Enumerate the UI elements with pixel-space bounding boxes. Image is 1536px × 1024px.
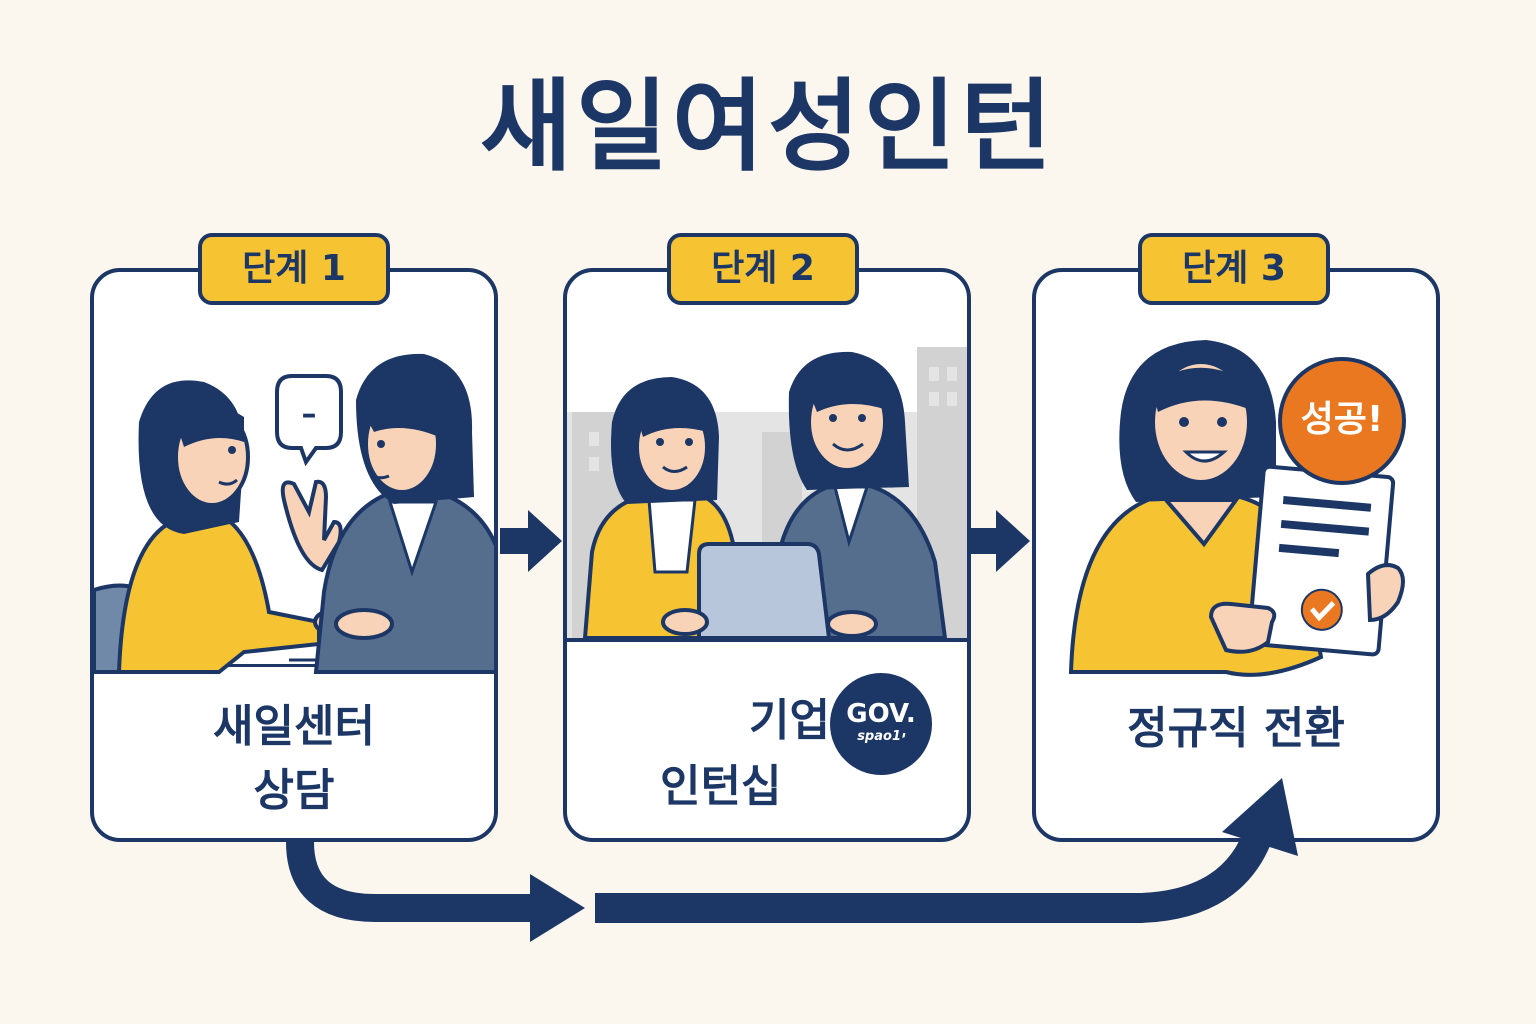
gov-emblem-icon: GOV. spaoי1 [830, 673, 932, 775]
gov-emblem-subtext: spaoי1 [857, 729, 905, 744]
step-1-label-line2: 상담 [253, 765, 335, 816]
arrow-right-icon [968, 510, 1030, 572]
step-3-label: 정규직 전환 [1127, 703, 1345, 754]
step-2-badge: 단계 2 [667, 233, 859, 305]
page-title: 새일여성인턴 [480, 68, 1056, 185]
step-1-card: – [90, 268, 498, 842]
step-2-label-line1: 기업 [749, 695, 830, 746]
hired-illustration [1068, 340, 1405, 677]
step-1-badge: 단계 1 [198, 233, 390, 305]
internship-illustration [567, 347, 967, 642]
step-1-label-line1: 새일센터 [213, 701, 375, 752]
step-3-badge: 단계 3 [1138, 233, 1330, 305]
speech-bubble-text: – [302, 397, 317, 432]
step-3-card [1032, 268, 1440, 842]
success-stamp: 성공! [1278, 357, 1406, 485]
gov-emblem-text: GOV. [846, 699, 916, 729]
counseling-illustration: – [94, 353, 494, 674]
step-2-label-line2: 인턴십 [660, 761, 782, 812]
arrow-right-icon [500, 510, 562, 572]
